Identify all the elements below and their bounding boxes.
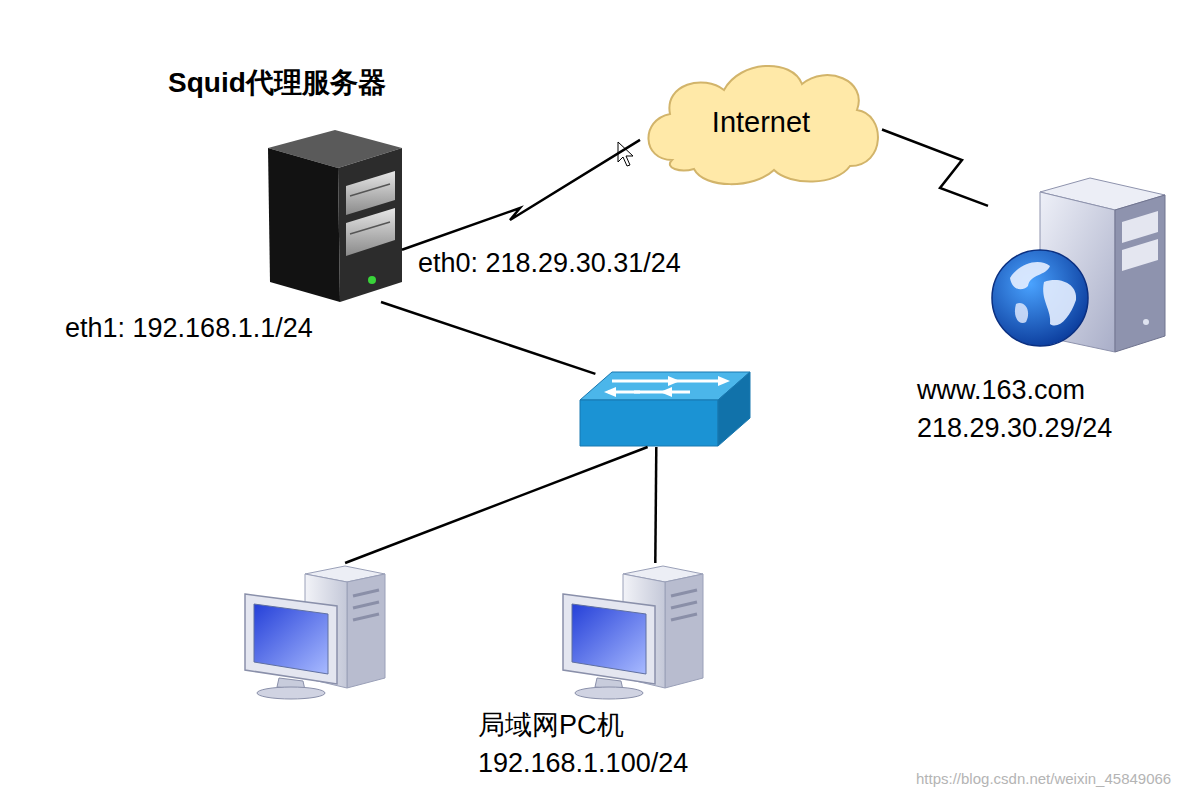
- network-link: [345, 447, 647, 563]
- lan-pc-icon: [563, 566, 703, 699]
- watermark: https://blog.csdn.net/weixin_45849066: [916, 770, 1171, 787]
- interface-address: eth0: 218.29.30.31/24: [418, 248, 681, 279]
- interface-address: eth1: 192.168.1.1/24: [65, 313, 313, 344]
- node-title: 局域网PC机: [478, 706, 705, 744]
- network-link: [402, 140, 640, 250]
- proxy-server-icon: [268, 130, 402, 302]
- node-address: 192.168.1.100/24: [478, 744, 705, 782]
- network-link: [655, 447, 656, 563]
- network-switch-icon: [580, 372, 750, 446]
- node-title: www.163.com: [917, 371, 1168, 409]
- web-server-icon: [992, 178, 1165, 352]
- network-link: [381, 302, 595, 374]
- proxy-server: Squid代理服务器: [262, 128, 402, 302]
- node-title: Squid代理服务器: [168, 66, 402, 100]
- node-title: Internet: [640, 105, 882, 139]
- internet-cloud: Internet: [640, 58, 882, 188]
- network-link: [882, 130, 988, 206]
- node-address: 218.29.30.29/24: [917, 409, 1168, 447]
- lan-pc: [245, 563, 388, 697]
- lan-pc: 局域网PC机192.168.1.100/24: [563, 563, 705, 697]
- web-server: www.163.com218.29.30.29/24: [988, 178, 1168, 352]
- network-switch: [578, 370, 752, 447]
- lan-pc-icon: [245, 566, 385, 699]
